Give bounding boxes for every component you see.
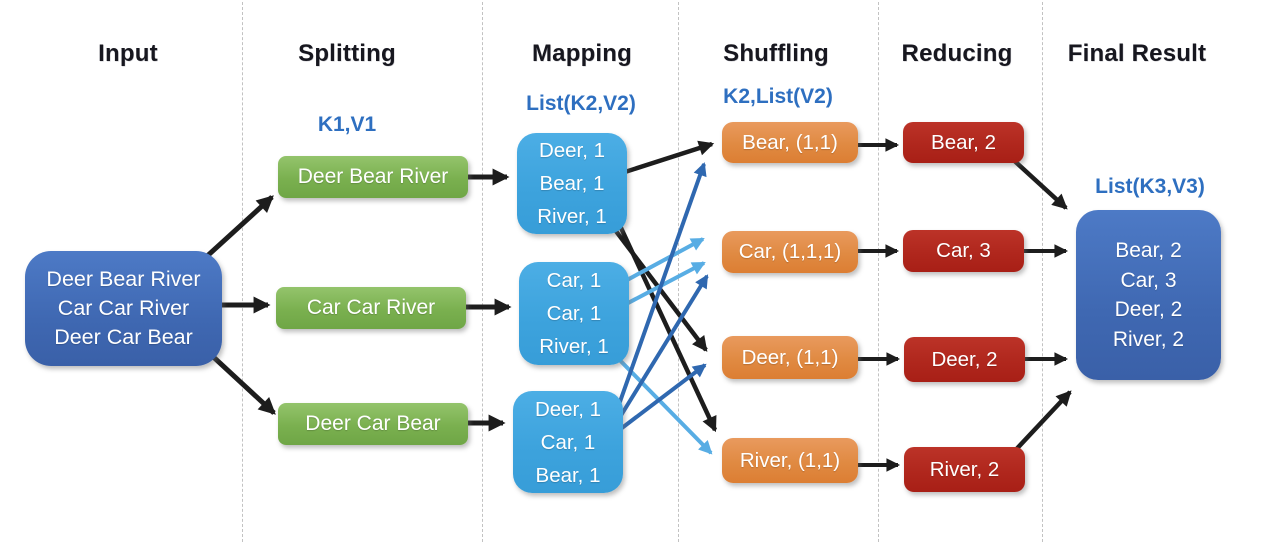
split-box-1: Deer Bear River (278, 156, 468, 198)
shuffle-box-bear: Bear, (1,1) (722, 122, 858, 163)
shuffle-box-deer: Deer, (1,1) (722, 336, 858, 379)
arrow-input-split3 (206, 350, 276, 415)
map-box-2: Car, 1 Car, 1 River, 1 (519, 262, 629, 365)
map-box-line: Deer, 1 (534, 397, 602, 421)
shuffle-box-label: Car, (1,1,1) (738, 240, 842, 263)
split-box-label: Deer Car Bear (305, 412, 441, 435)
column-divider (678, 2, 679, 542)
shuffle-box-label: Bear, (1,1) (742, 130, 838, 154)
shuffle-box-car: Car, (1,1,1) (722, 231, 858, 273)
column-header-input: Input (98, 40, 158, 67)
reduce-box-river: River, 2 (904, 447, 1025, 492)
column-header-reducing: Reducing (901, 40, 1013, 67)
reduce-box-car: Car, 3 (903, 230, 1024, 272)
arrow-map3-deer (612, 363, 707, 436)
arrow-input-split1 (203, 195, 274, 260)
reduce-box-label: River, 2 (929, 457, 1000, 481)
map-box-line: Bear, 1 (539, 172, 605, 195)
final-box-line: Deer, 2 (1114, 298, 1183, 321)
split-box-2: Car Car River (276, 287, 466, 329)
phase-label-listk3v3: List(K3,V3) (1095, 175, 1205, 198)
arrow-reduce4-final (1008, 390, 1072, 458)
shuffle-box-river: River, (1,1) (722, 438, 858, 483)
phase-label-listk2v2: List(K2,V2) (526, 92, 636, 115)
reduce-box-bear: Bear, 2 (903, 122, 1024, 163)
map-box-line: Deer, 1 (538, 139, 606, 162)
column-divider (242, 2, 243, 542)
phase-label-k2listv2: K2,List(V2) (723, 85, 833, 108)
shuffle-box-label: Deer, (1,1) (741, 345, 839, 369)
split-box-3: Deer Car Bear (278, 403, 468, 445)
map-box-line: Car, 1 (546, 269, 602, 292)
map-box-line: Car, 1 (540, 430, 596, 454)
map-box-line: River, 1 (539, 335, 609, 358)
column-header-mapping: Mapping (531, 40, 633, 67)
final-result-box: Bear, 2 Car, 3 Deer, 2 River, 2 (1076, 210, 1221, 380)
final-box-line: River, 2 (1112, 327, 1185, 351)
input-line: Deer Car Bear (54, 325, 193, 349)
split-box-label: Deer Bear River (297, 165, 449, 188)
arrow-map3-bear (608, 162, 707, 431)
arrow-map1-river (612, 214, 718, 433)
map-box-line: River, 1 (537, 205, 607, 228)
column-header-final-result: Final Result (1067, 40, 1207, 67)
map-box-line: Car, 1 (546, 302, 602, 325)
shuffle-box-label: River, (1,1) (739, 448, 841, 472)
reduce-box-label: Car, 3 (936, 239, 991, 262)
phase-label-k1v1: K1,V1 (317, 113, 377, 136)
split-box-label: Car Car River (306, 296, 436, 319)
column-divider (482, 2, 483, 542)
reduce-box-deer: Deer, 2 (904, 337, 1025, 382)
map-box-3: Deer, 1 Car, 1 Bear, 1 (513, 391, 623, 493)
final-box-line: Bear, 2 (1115, 239, 1182, 262)
input-line: Car Car River (57, 296, 190, 320)
input-box: Deer Bear River Car Car River Deer Car B… (25, 251, 222, 366)
map-box-line: Bear, 1 (535, 463, 601, 487)
column-header-shuffling: Shuffling (723, 40, 829, 67)
column-header-splitting: Splitting (298, 40, 396, 67)
arrow-map3-car (610, 274, 709, 432)
reduce-box-label: Deer, 2 (931, 347, 998, 371)
input-line: Deer Bear River (46, 267, 201, 291)
arrow-reduce1-final (1006, 153, 1068, 210)
arrow-map1-deer (598, 208, 708, 352)
final-box-line: Car, 3 (1120, 268, 1177, 292)
map-box-1: Deer, 1 Bear, 1 River, 1 (517, 133, 627, 234)
column-divider (1042, 2, 1043, 542)
column-divider (878, 2, 879, 542)
reduce-box-label: Bear, 2 (931, 130, 996, 154)
